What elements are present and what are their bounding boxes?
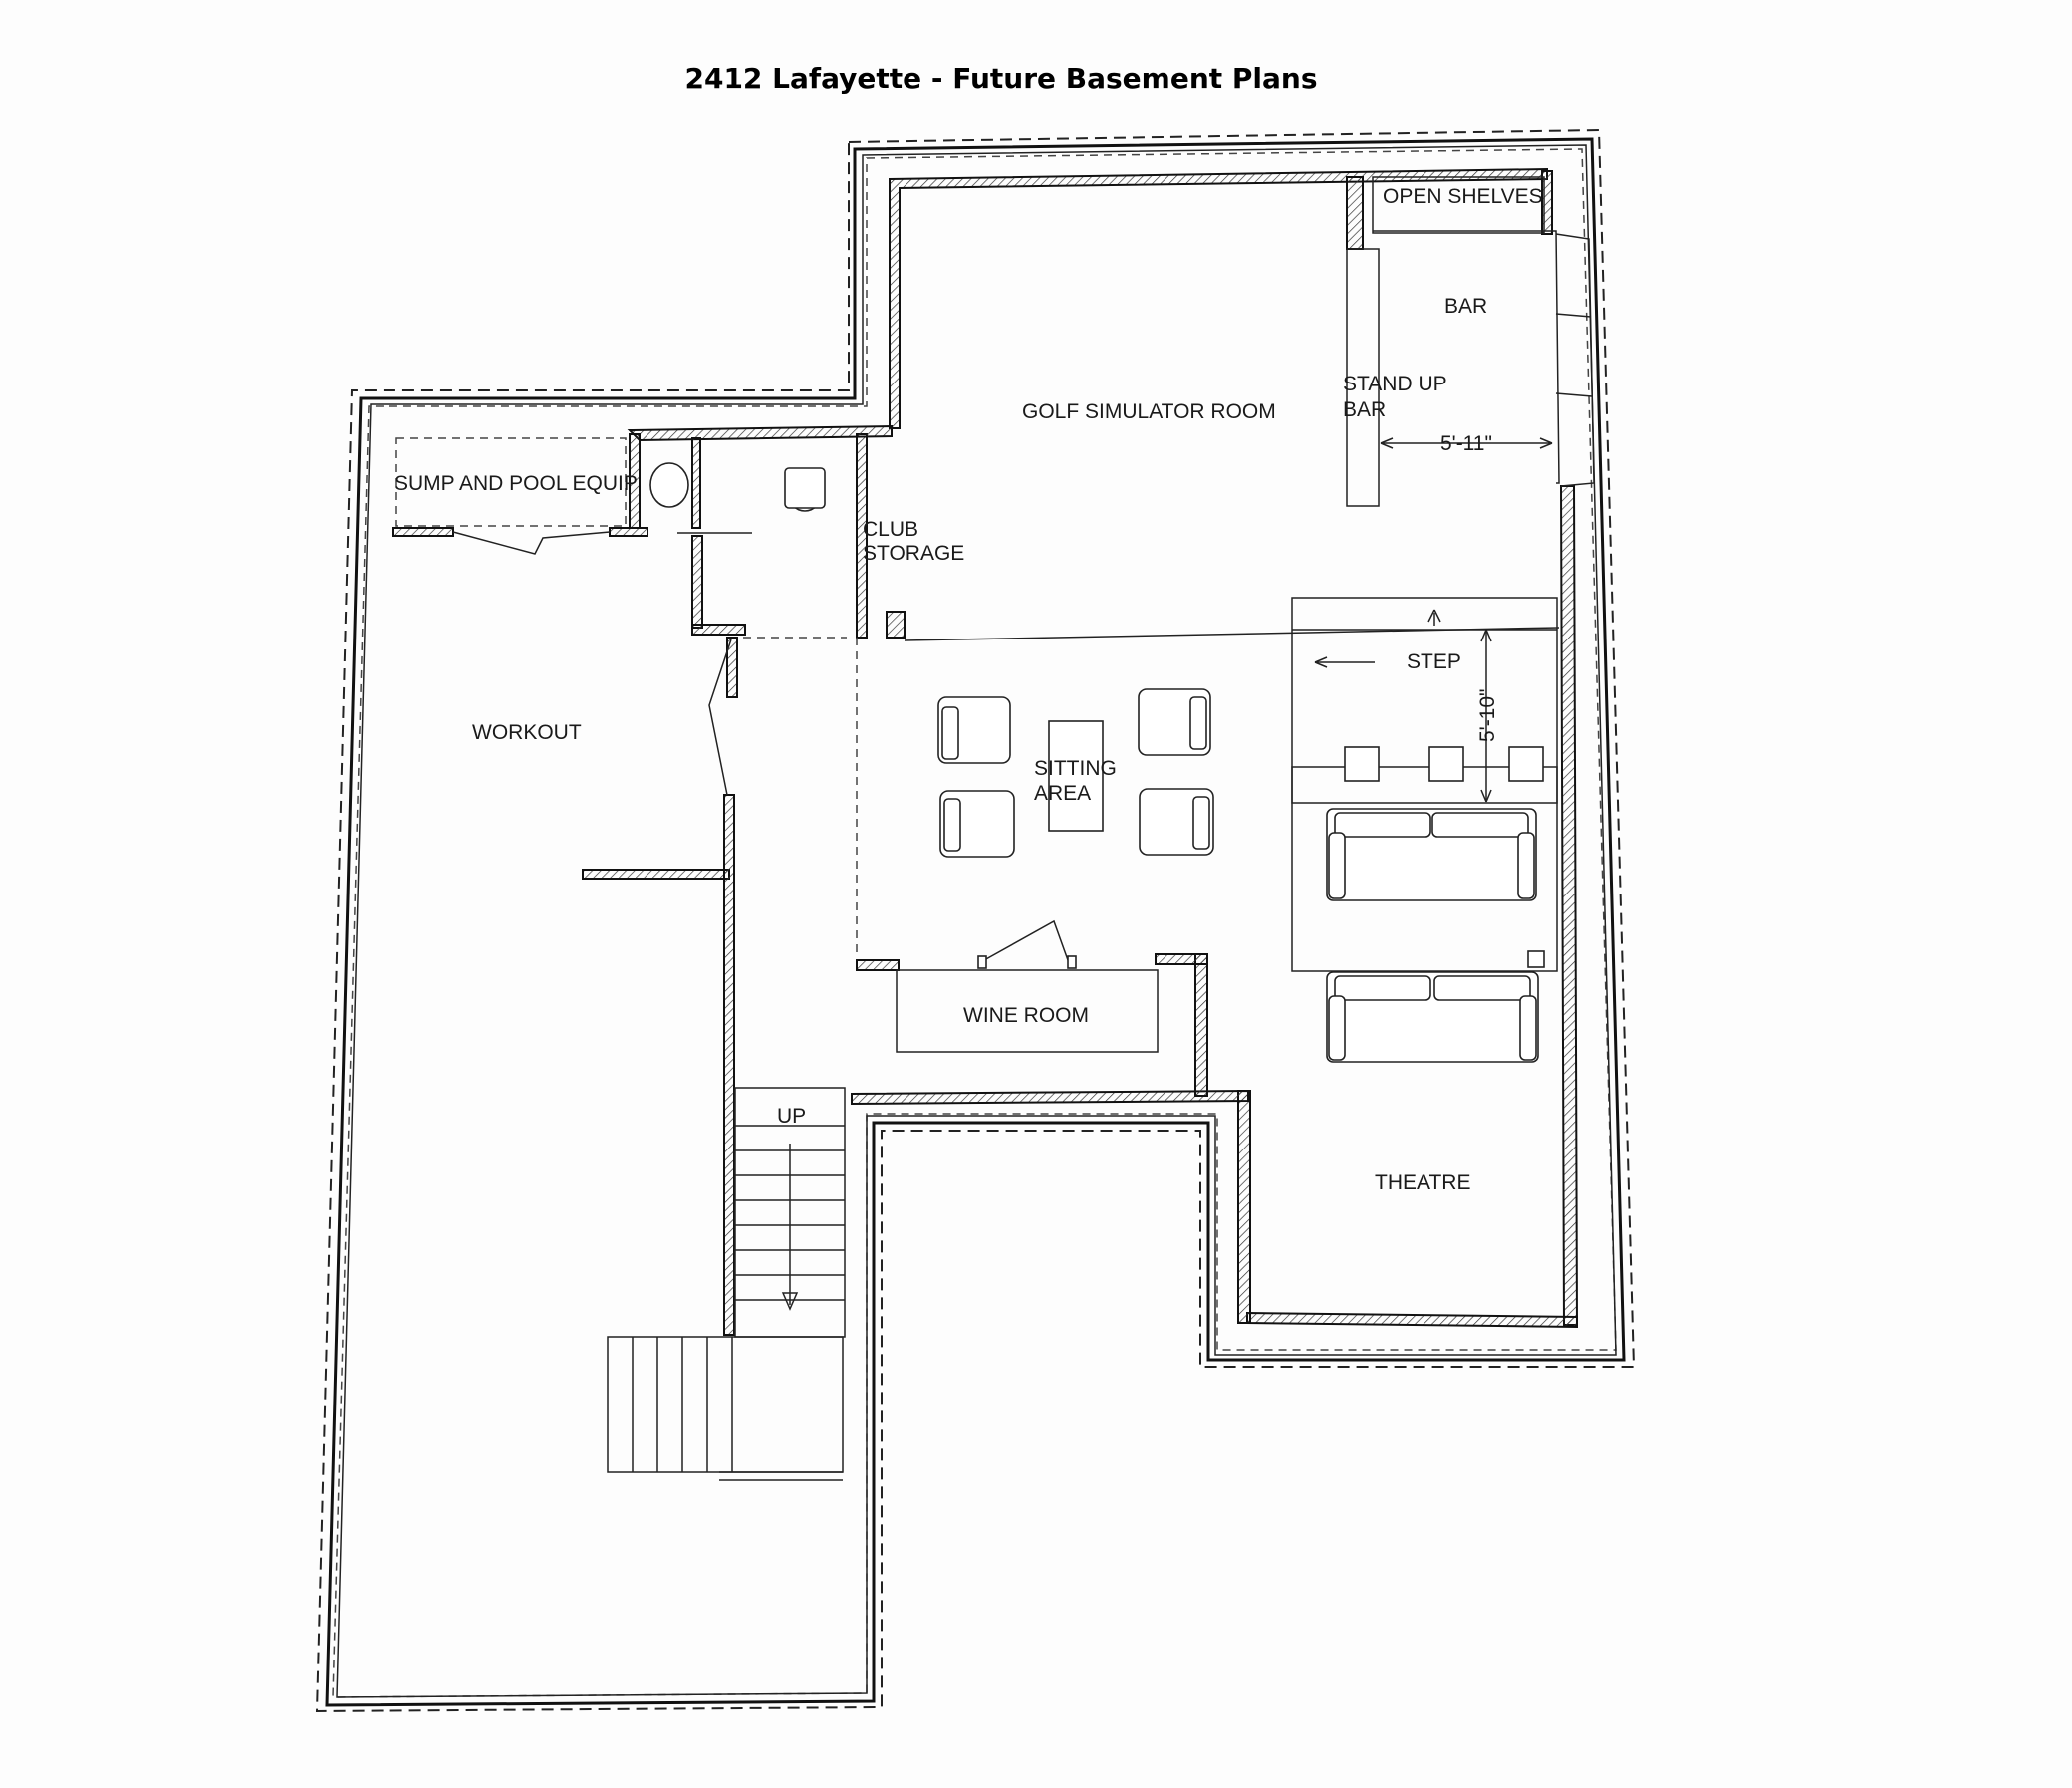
wall-east: [1559, 485, 1579, 1326]
label-club-storage-1: CLUB: [863, 518, 918, 541]
label-golf-simulator-room: GOLF SIMULATOR ROOM: [1022, 400, 1276, 423]
armchair-arm: [941, 706, 959, 760]
label-sump-and-pool-equip: SUMP AND POOL EQUIP: [394, 472, 638, 495]
label-stand-up-bar-1: STAND UP: [1343, 373, 1447, 395]
dimension-arrows-step: [1480, 629, 1492, 803]
label-sitting-area-1: SITTING: [1034, 757, 1117, 780]
theatre-sofa-front: [1326, 808, 1537, 901]
wall-bath-north: [627, 424, 893, 442]
wall-theatre-south: [1246, 1311, 1578, 1329]
label-stand-up-bar-2: BAR: [1343, 398, 1386, 421]
dimension-arrows-bar: [1380, 437, 1553, 449]
bar-stool: [1508, 746, 1544, 782]
wall-wine-south: [851, 1089, 1249, 1106]
theatre-sofa-back: [1326, 971, 1539, 1063]
cabinet-line: [1555, 392, 1593, 397]
bifold-door: [452, 531, 611, 555]
theatre-side-table: [1527, 950, 1545, 968]
sump-room-box: [395, 437, 627, 527]
wall-bath-divider-2: [691, 437, 701, 529]
dimension-bar-width: 5'-11": [1440, 432, 1492, 455]
label-up: UP: [777, 1105, 806, 1128]
wall-wine-north-east: [1155, 953, 1208, 965]
armchair-arm: [943, 798, 961, 852]
outer-dashed-perimeter: [315, 128, 1636, 1713]
sitting-area-furniture: [937, 688, 1214, 858]
toilet-tank-icon: [784, 467, 826, 509]
wall-hall-west: [691, 535, 703, 629]
bar-east-cabinets: [1555, 233, 1595, 487]
wine-room-door: [983, 919, 1069, 961]
step-arrow-head: [1314, 656, 1328, 668]
label-bar: BAR: [1444, 295, 1487, 318]
label-step: STEP: [1407, 650, 1461, 673]
bar-counter: [1373, 230, 1560, 484]
armchair-arm: [1189, 696, 1207, 750]
cabinet-line: [1555, 313, 1592, 318]
wall-stand-up-bar: [1346, 176, 1364, 250]
open-shelves-box: [1372, 176, 1545, 234]
label-club-storage-2: STORAGE: [863, 542, 964, 565]
label-open-shelves: OPEN SHELVES: [1383, 185, 1543, 208]
bar-stool: [1344, 746, 1380, 782]
label-sitting-area-2: AREA: [1034, 782, 1091, 805]
inner-dashed-perimeter: [332, 148, 1617, 1698]
wall-stair-west: [723, 794, 735, 1336]
wall-club-east: [886, 611, 906, 639]
wall-theatre-west: [1237, 1090, 1251, 1324]
hall-door-swing: [708, 639, 732, 796]
wine-room-box: [896, 969, 1159, 1053]
label-theatre: THEATRE: [1375, 1171, 1470, 1194]
bar-stool: [1428, 746, 1464, 782]
coffee-table: [1048, 720, 1104, 832]
label-workout: WORKOUT: [472, 721, 582, 744]
label-wine-room: WINE ROOM: [963, 1004, 1089, 1027]
wall-workout-north-2: [609, 527, 648, 537]
wall-hall-partition: [582, 869, 730, 880]
stand-up-bar-counter: [1346, 248, 1380, 507]
page-title: 2412 Lafayette - Future Basement Plans: [684, 62, 1318, 95]
main-wall-outer: [325, 137, 1626, 1707]
wall-workout-north: [392, 527, 454, 537]
riser-counter: [1291, 766, 1558, 804]
dimension-step-depth: 5'-10": [1476, 689, 1499, 743]
wall-hall-south: [691, 624, 746, 636]
door-jamb: [977, 955, 987, 969]
wall-wine-east: [1194, 953, 1208, 1097]
main-wall-inner: [336, 144, 1617, 1698]
armchair-arm: [1192, 796, 1210, 850]
lower-stair-landing: [607, 1336, 844, 1481]
wall-wine-north-west: [856, 959, 900, 971]
step-arrow-up-head: [1427, 609, 1441, 623]
door-jamb: [1067, 955, 1077, 969]
wall-stair-west-upper: [726, 637, 738, 698]
sink-icon: [649, 462, 689, 508]
